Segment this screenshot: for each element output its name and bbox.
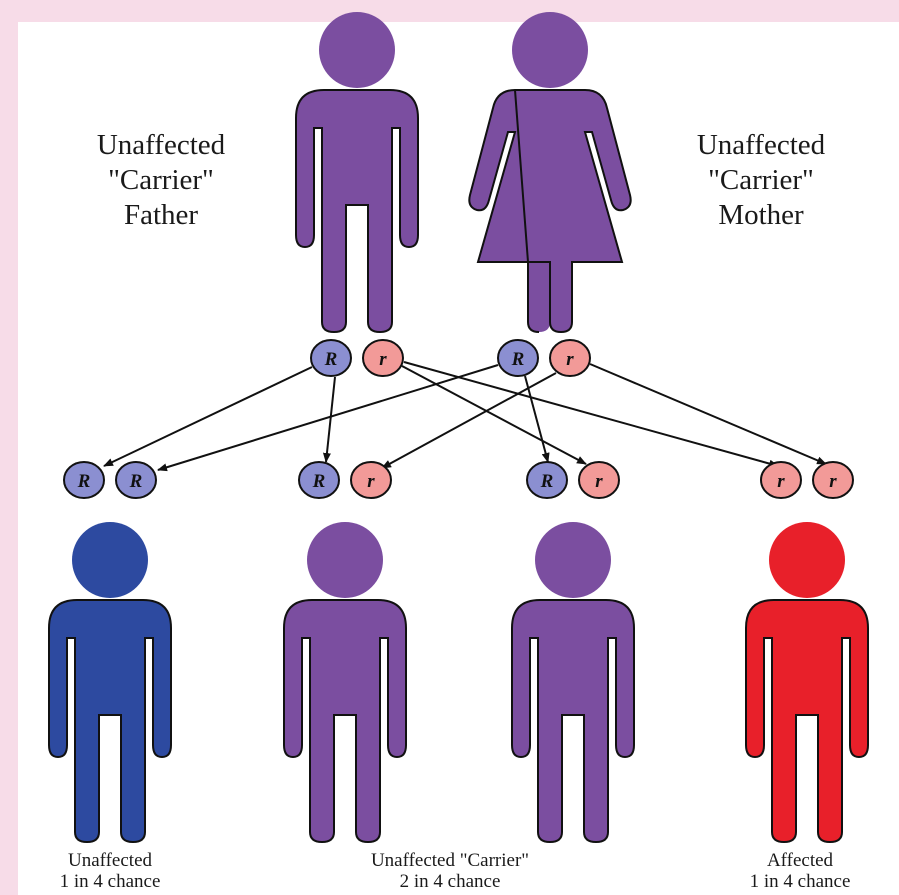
child-1-allele-1-label: R <box>77 471 91 492</box>
arrow-mother-r-to-child2 <box>381 372 557 469</box>
child-3-body <box>511 599 635 844</box>
child-2-allele-1-circle <box>298 461 340 499</box>
mother-label-line-1: Unaffected <box>696 129 826 161</box>
child-3-allele-2-label: r <box>595 471 603 492</box>
child-1-allele-1: R <box>63 461 105 499</box>
mother-label-line-3: Mother <box>718 199 804 231</box>
father-figure <box>295 12 419 334</box>
outcome-affected: Affected 1 in 4 chance <box>700 850 899 892</box>
child-3-allele-2-circle <box>578 461 620 499</box>
mother-body <box>469 90 631 332</box>
child-4-allele-2: r <box>812 461 854 499</box>
child-1-allele-2: R <box>115 461 157 499</box>
father-head <box>319 12 395 88</box>
child-4-allele-1-circle <box>760 461 802 499</box>
child-4-figure <box>745 522 869 844</box>
father-label-line-2: "Carrier" <box>108 164 214 196</box>
child-3-allele-2: r <box>578 461 620 499</box>
child-3-head <box>535 522 611 598</box>
arrow-father-R-to-child2 <box>322 376 336 463</box>
outcome-affected-line-2: 1 in 4 chance <box>749 871 851 892</box>
child-1-body <box>48 599 172 844</box>
outcome-affected-line-1: Affected <box>766 850 834 871</box>
father-label-line-1: Unaffected <box>96 129 226 161</box>
father-alleles: R r <box>310 339 404 377</box>
father-allele-1-label: R <box>324 349 338 370</box>
child-4-allele-2-circle <box>812 461 854 499</box>
child-4-head <box>769 522 845 598</box>
outcome-unaffected-line-1: Unaffected <box>67 850 153 871</box>
children-figures <box>48 522 869 844</box>
arrow-father-r-to-child3 <box>401 365 587 465</box>
mother-alleles: R r <box>497 339 591 377</box>
child-2-body <box>283 599 407 844</box>
arrow-father-R-to-child1 <box>103 366 313 467</box>
arrow-mother-R-to-child1 <box>157 364 499 472</box>
child-2-allele-1-label: R <box>312 471 326 492</box>
child-2-allele-2-circle <box>350 461 392 499</box>
arrow-father-r-to-child4 <box>403 361 779 468</box>
child-4-allele-1: r <box>760 461 802 499</box>
child-2-allele-2-label: r <box>367 471 375 492</box>
child-1-head <box>72 522 148 598</box>
mother-label: Unaffected "Carrier" Mother <box>646 128 876 233</box>
outcome-carrier-line-1: Unaffected "Carrier" <box>370 850 530 871</box>
child-2-allele-1: R <box>298 461 340 499</box>
child-1-allele-2-circle <box>115 461 157 499</box>
father-body <box>296 90 418 332</box>
child-3-allele-1: R <box>526 461 568 499</box>
mother-label-line-2: "Carrier" <box>708 164 814 196</box>
outcome-carrier-line-2: 2 in 4 chance <box>399 871 501 892</box>
father-label: Unaffected "Carrier" Father <box>46 128 276 233</box>
child-1-allele-1-circle <box>63 461 105 499</box>
arrow-mother-R-to-child3 <box>524 375 550 463</box>
child-2-figure <box>283 522 407 844</box>
child-3-figure <box>511 522 635 844</box>
outcome-carrier: Unaffected "Carrier" 2 in 4 chance <box>330 850 570 892</box>
outcome-unaffected-line-2: 1 in 4 chance <box>59 871 161 892</box>
father-allele-1: R <box>310 339 352 377</box>
father-allele-2-label: r <box>379 349 387 370</box>
mother-allele-1-label: R <box>511 349 525 370</box>
child-4-body <box>745 599 869 844</box>
arrow-mother-r-to-child4 <box>589 363 827 465</box>
child-1-allele-2-label: R <box>129 471 143 492</box>
mother-outline <box>468 88 632 334</box>
father-outline <box>295 89 419 334</box>
father-allele-2: r <box>362 339 404 377</box>
child-4-allele-1-label: r <box>777 471 785 492</box>
father-label-line-3: Father <box>123 199 199 231</box>
mother-allele-2: r <box>549 339 591 377</box>
child-3-allele-1-label: R <box>540 471 554 492</box>
mother-allele-2-label: r <box>566 349 574 370</box>
child-2-head <box>307 522 383 598</box>
child-2-allele-2: r <box>350 461 392 499</box>
inheritance-arrows <box>103 361 827 472</box>
child-1-figure <box>48 522 172 844</box>
outcome-unaffected: Unaffected 1 in 4 chance <box>10 850 210 892</box>
mother-allele-1: R <box>497 339 539 377</box>
mother-head <box>512 12 588 88</box>
mother-figure <box>468 12 632 334</box>
child-3-allele-1-circle <box>526 461 568 499</box>
child-4-allele-2-label: r <box>829 471 837 492</box>
